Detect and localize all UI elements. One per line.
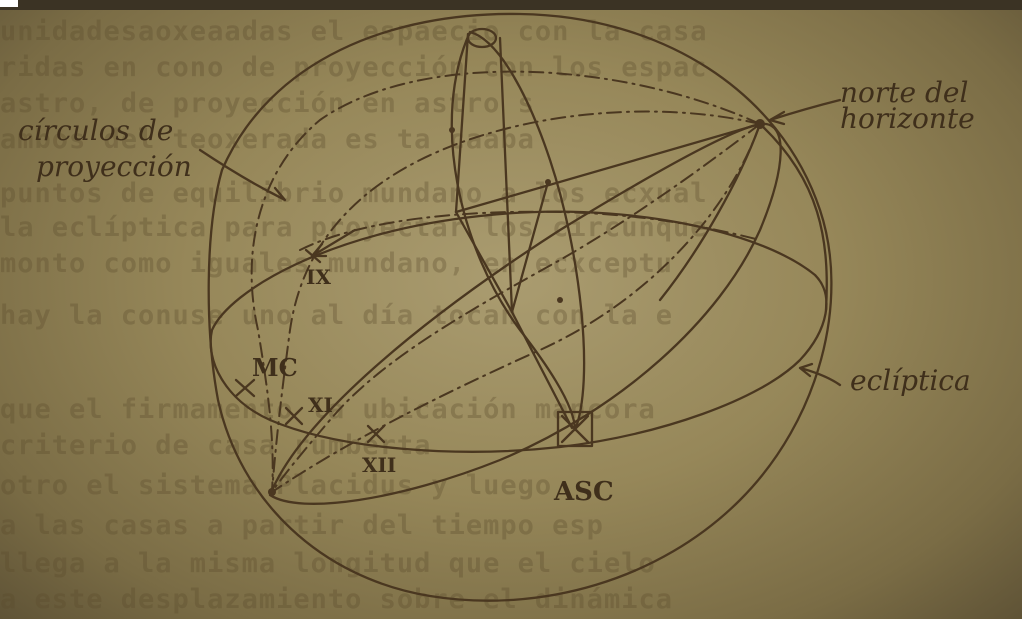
house-xii-mark — [366, 424, 386, 444]
house-xi-label: XI — [308, 393, 333, 417]
projection-circles-label-2: proyección — [36, 150, 192, 183]
background-text-line: ambos del teoxerada es ta caaba — [0, 124, 535, 155]
background-text-line: a las casas a partir del tiempo esp — [0, 510, 604, 541]
ecliptic-arrow — [798, 362, 842, 387]
vertical-line — [510, 180, 550, 314]
projection-circle — [271, 123, 761, 493]
projection-arrow — [198, 148, 287, 202]
intersection-point — [449, 127, 455, 133]
horizon-line — [658, 122, 762, 302]
projection-circle — [250, 70, 761, 493]
ecliptic-label: eclíptica — [850, 364, 971, 397]
vertical-line — [454, 122, 762, 214]
intersection-point — [545, 179, 551, 185]
meridian-circle — [450, 30, 586, 432]
background-text-line: ridas en cono de proyección con los espa… — [0, 52, 708, 83]
projection-circle — [271, 123, 761, 493]
background-text-line: a este desplazamiento sobre el dinámica — [0, 584, 673, 615]
vertical-line — [454, 32, 470, 214]
house-xi-mark — [284, 406, 304, 426]
projection-circles-label-1: círculos de — [18, 114, 173, 147]
house-xii-label: XII — [362, 453, 396, 477]
photo-top-edge — [0, 0, 1022, 10]
intersection-point — [557, 297, 563, 303]
vertical-line — [454, 210, 514, 314]
house-ix-label: IX — [306, 265, 331, 289]
sphere-outline — [207, 12, 833, 602]
projection-circle — [271, 110, 761, 493]
background-text-line: monto como iguales mundano, en ecxceptu — [0, 248, 673, 279]
mc-mark — [234, 378, 256, 398]
north-horizon-label-1: norte del — [840, 76, 968, 109]
background-text-line: que el firmamento la ubicación mancora — [0, 394, 656, 425]
projection-circle — [299, 210, 761, 251]
background-text-line: puntos de equilibrio mundano a los ecxua… — [0, 178, 708, 209]
asc-cross — [560, 414, 590, 444]
projection-arrow — [310, 228, 357, 258]
background-text-line: la eclíptica para proyectar los circunqu… — [0, 212, 708, 243]
mc-label: MC — [252, 353, 298, 382]
photo-corner-mark — [0, 0, 18, 7]
north-arrow — [768, 98, 842, 126]
vertical-line — [510, 310, 574, 430]
vertical-line — [498, 36, 514, 314]
north-horizon-label-2: horizonte — [840, 102, 975, 135]
background-text-line: llega a la misma longitud que el cielo — [0, 548, 656, 579]
background-text-line: criterio de casa rumberta — [0, 430, 432, 461]
south-point — [268, 488, 276, 496]
horizon-line — [758, 122, 828, 312]
ecliptic-circle — [268, 122, 782, 505]
north-horizon-point — [755, 119, 765, 129]
asc-box — [556, 410, 594, 448]
background-text-line: hay la conuse uno al día tocan con la e — [0, 300, 673, 331]
asc-label: ASC — [553, 477, 614, 507]
horizon-circle — [209, 210, 828, 453]
